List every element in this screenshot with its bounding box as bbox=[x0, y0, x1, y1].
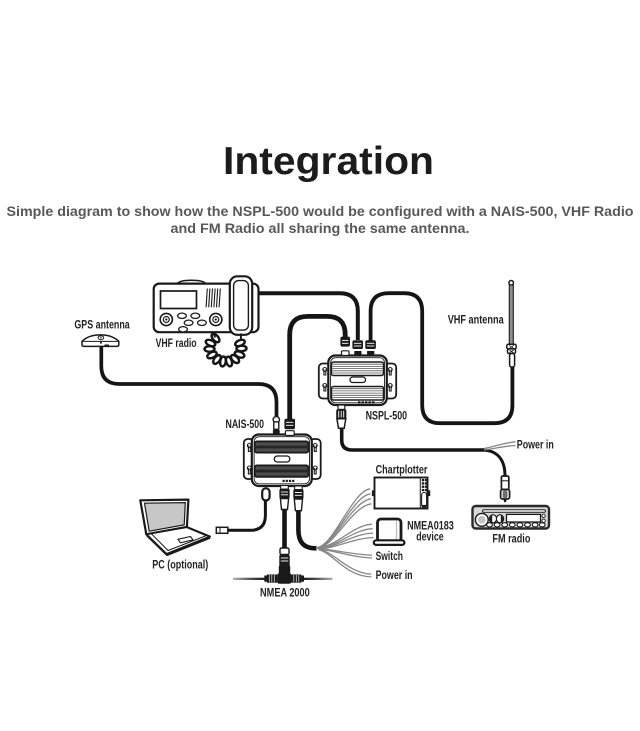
svg-text:FM radio: FM radio bbox=[492, 533, 530, 545]
svg-text:Simple diagram to show how the: Simple diagram to show how the NSPL-500 … bbox=[7, 203, 634, 219]
svg-text:NAIS-500: NAIS-500 bbox=[226, 419, 265, 431]
svg-text:Chartplotter: Chartplotter bbox=[376, 465, 428, 477]
svg-text:Integration: Integration bbox=[223, 140, 434, 183]
svg-text:NMEA 2000: NMEA 2000 bbox=[260, 587, 310, 599]
svg-text:Switch: Switch bbox=[376, 551, 403, 563]
svg-text:VHF antenna: VHF antenna bbox=[448, 314, 504, 326]
svg-text:NMEA0183: NMEA0183 bbox=[407, 520, 454, 532]
svg-text:VHF radio: VHF radio bbox=[156, 338, 197, 350]
svg-text:and FM Radio all sharing the s: and FM Radio all sharing the same antenn… bbox=[171, 220, 470, 236]
svg-text:PC (optional): PC (optional) bbox=[152, 559, 208, 571]
svg-text:GPS antenna: GPS antenna bbox=[74, 319, 130, 331]
svg-text:NSPL-500: NSPL-500 bbox=[366, 411, 408, 423]
svg-text:device: device bbox=[416, 532, 444, 544]
svg-text:Power in: Power in bbox=[376, 570, 413, 582]
svg-text:Power in: Power in bbox=[517, 439, 554, 451]
